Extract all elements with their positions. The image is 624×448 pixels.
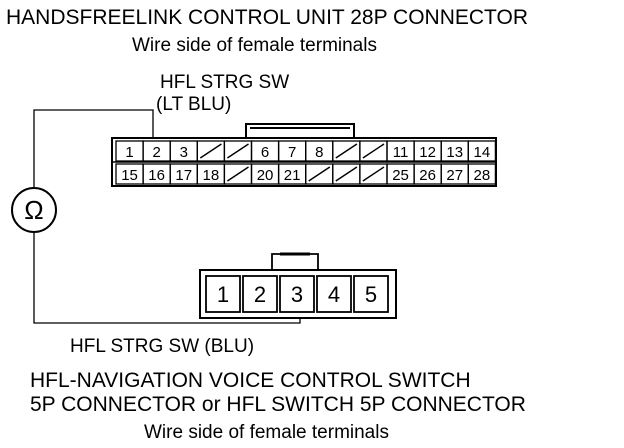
terminal-cavity: 4 [316, 275, 352, 313]
terminal-number: 11 [393, 144, 409, 161]
connector-5p-title-line2: 5P CONNECTOR or HFL SWITCH 5P CONNECTOR [30, 393, 526, 416]
terminal-number: 1 [125, 144, 133, 161]
terminal-cavity: 11 [386, 140, 415, 162]
terminal-cavity: 27 [440, 163, 469, 185]
terminal-number: 1 [217, 282, 229, 307]
terminal-cavity: 2 [142, 140, 171, 162]
connector-5p-subtitle: Wire side of female terminals [144, 422, 389, 443]
terminal-cavity: 1 [115, 140, 144, 162]
top-wire-name-label: HFL STRG SW [160, 72, 290, 93]
terminal-number: 17 [175, 167, 192, 184]
terminal-cavity: 2 [242, 275, 278, 313]
terminal-cavity: 7 [277, 140, 307, 162]
empty-cavity-slash [332, 163, 361, 185]
terminal-number: 13 [446, 144, 463, 161]
terminal-cavity: 20 [250, 163, 280, 185]
terminal-number: 3 [180, 144, 188, 161]
connector-28p-title: HANDSFREELINK CONTROL UNIT 28P CONNECTOR [6, 6, 528, 29]
terminal-number: 18 [203, 167, 220, 184]
empty-cavity-slash [359, 140, 388, 162]
terminal-cavity: 13 [440, 140, 469, 162]
terminal-number: 3 [291, 282, 303, 307]
terminal-cavity: 26 [413, 163, 442, 185]
empty-cavity-slash [359, 163, 388, 185]
terminal-cavity: 1 [205, 275, 241, 313]
terminal-number: 25 [392, 167, 409, 184]
terminal-number: 27 [446, 167, 463, 184]
terminal-cavity: 16 [142, 163, 171, 185]
terminal-number: 16 [148, 167, 165, 184]
connector-28p-lock-tab [245, 123, 355, 138]
terminal-cavity: 8 [305, 140, 334, 162]
probe-wire-top [33, 109, 154, 188]
terminal-number: 28 [474, 167, 491, 184]
terminal-number: 2 [254, 282, 266, 307]
terminal-number: 26 [419, 167, 436, 184]
empty-cavity-slash [223, 163, 253, 185]
terminal-cavity: 15 [115, 163, 144, 185]
connector-5p-lock-tab [271, 253, 319, 270]
empty-cavity-slash [305, 163, 334, 185]
terminal-cavity: 12 [413, 140, 442, 162]
terminal-number: 21 [284, 167, 301, 184]
terminal-cavity: 5 [353, 275, 389, 313]
terminal-number: 7 [288, 144, 296, 161]
terminal-cavity: 17 [169, 163, 198, 185]
terminal-number: 15 [121, 167, 138, 184]
terminal-number: 12 [419, 144, 436, 161]
terminal-cavity: 28 [467, 163, 497, 185]
connector-5p-title-line1: HFL-NAVIGATION VOICE CONTROL SWITCH [30, 369, 471, 392]
empty-cavity-slash [223, 140, 253, 162]
terminal-cavity: 3 [169, 140, 198, 162]
empty-cavity-slash [332, 140, 361, 162]
terminal-number: 20 [257, 167, 274, 184]
connector-28p-outline [111, 137, 497, 187]
terminal-cavity: 14 [467, 140, 497, 162]
terminal-number: 14 [474, 144, 491, 161]
ohm-symbol: Ω [24, 195, 43, 225]
empty-cavity-slash [196, 140, 226, 162]
connector-28p-subtitle: Wire side of female terminals [132, 35, 377, 56]
terminal-cavity: 3 [279, 275, 315, 313]
terminal-number: 2 [152, 144, 160, 161]
terminal-cavity: 6 [250, 140, 280, 162]
bottom-wire-label: HFL STRG SW (BLU) [70, 336, 255, 357]
terminal-number: 5 [365, 282, 377, 307]
ohmmeter-icon: Ω [11, 187, 57, 233]
connector-5p-outline [199, 269, 397, 319]
terminal-number: 6 [261, 144, 269, 161]
terminal-cavity: 21 [277, 163, 307, 185]
terminal-cavity: 25 [386, 163, 415, 185]
top-wire-color-label: (LT BLU) [156, 94, 232, 115]
terminal-cavity: 18 [196, 163, 226, 185]
terminal-number: 8 [315, 144, 323, 161]
terminal-number: 4 [328, 282, 340, 307]
